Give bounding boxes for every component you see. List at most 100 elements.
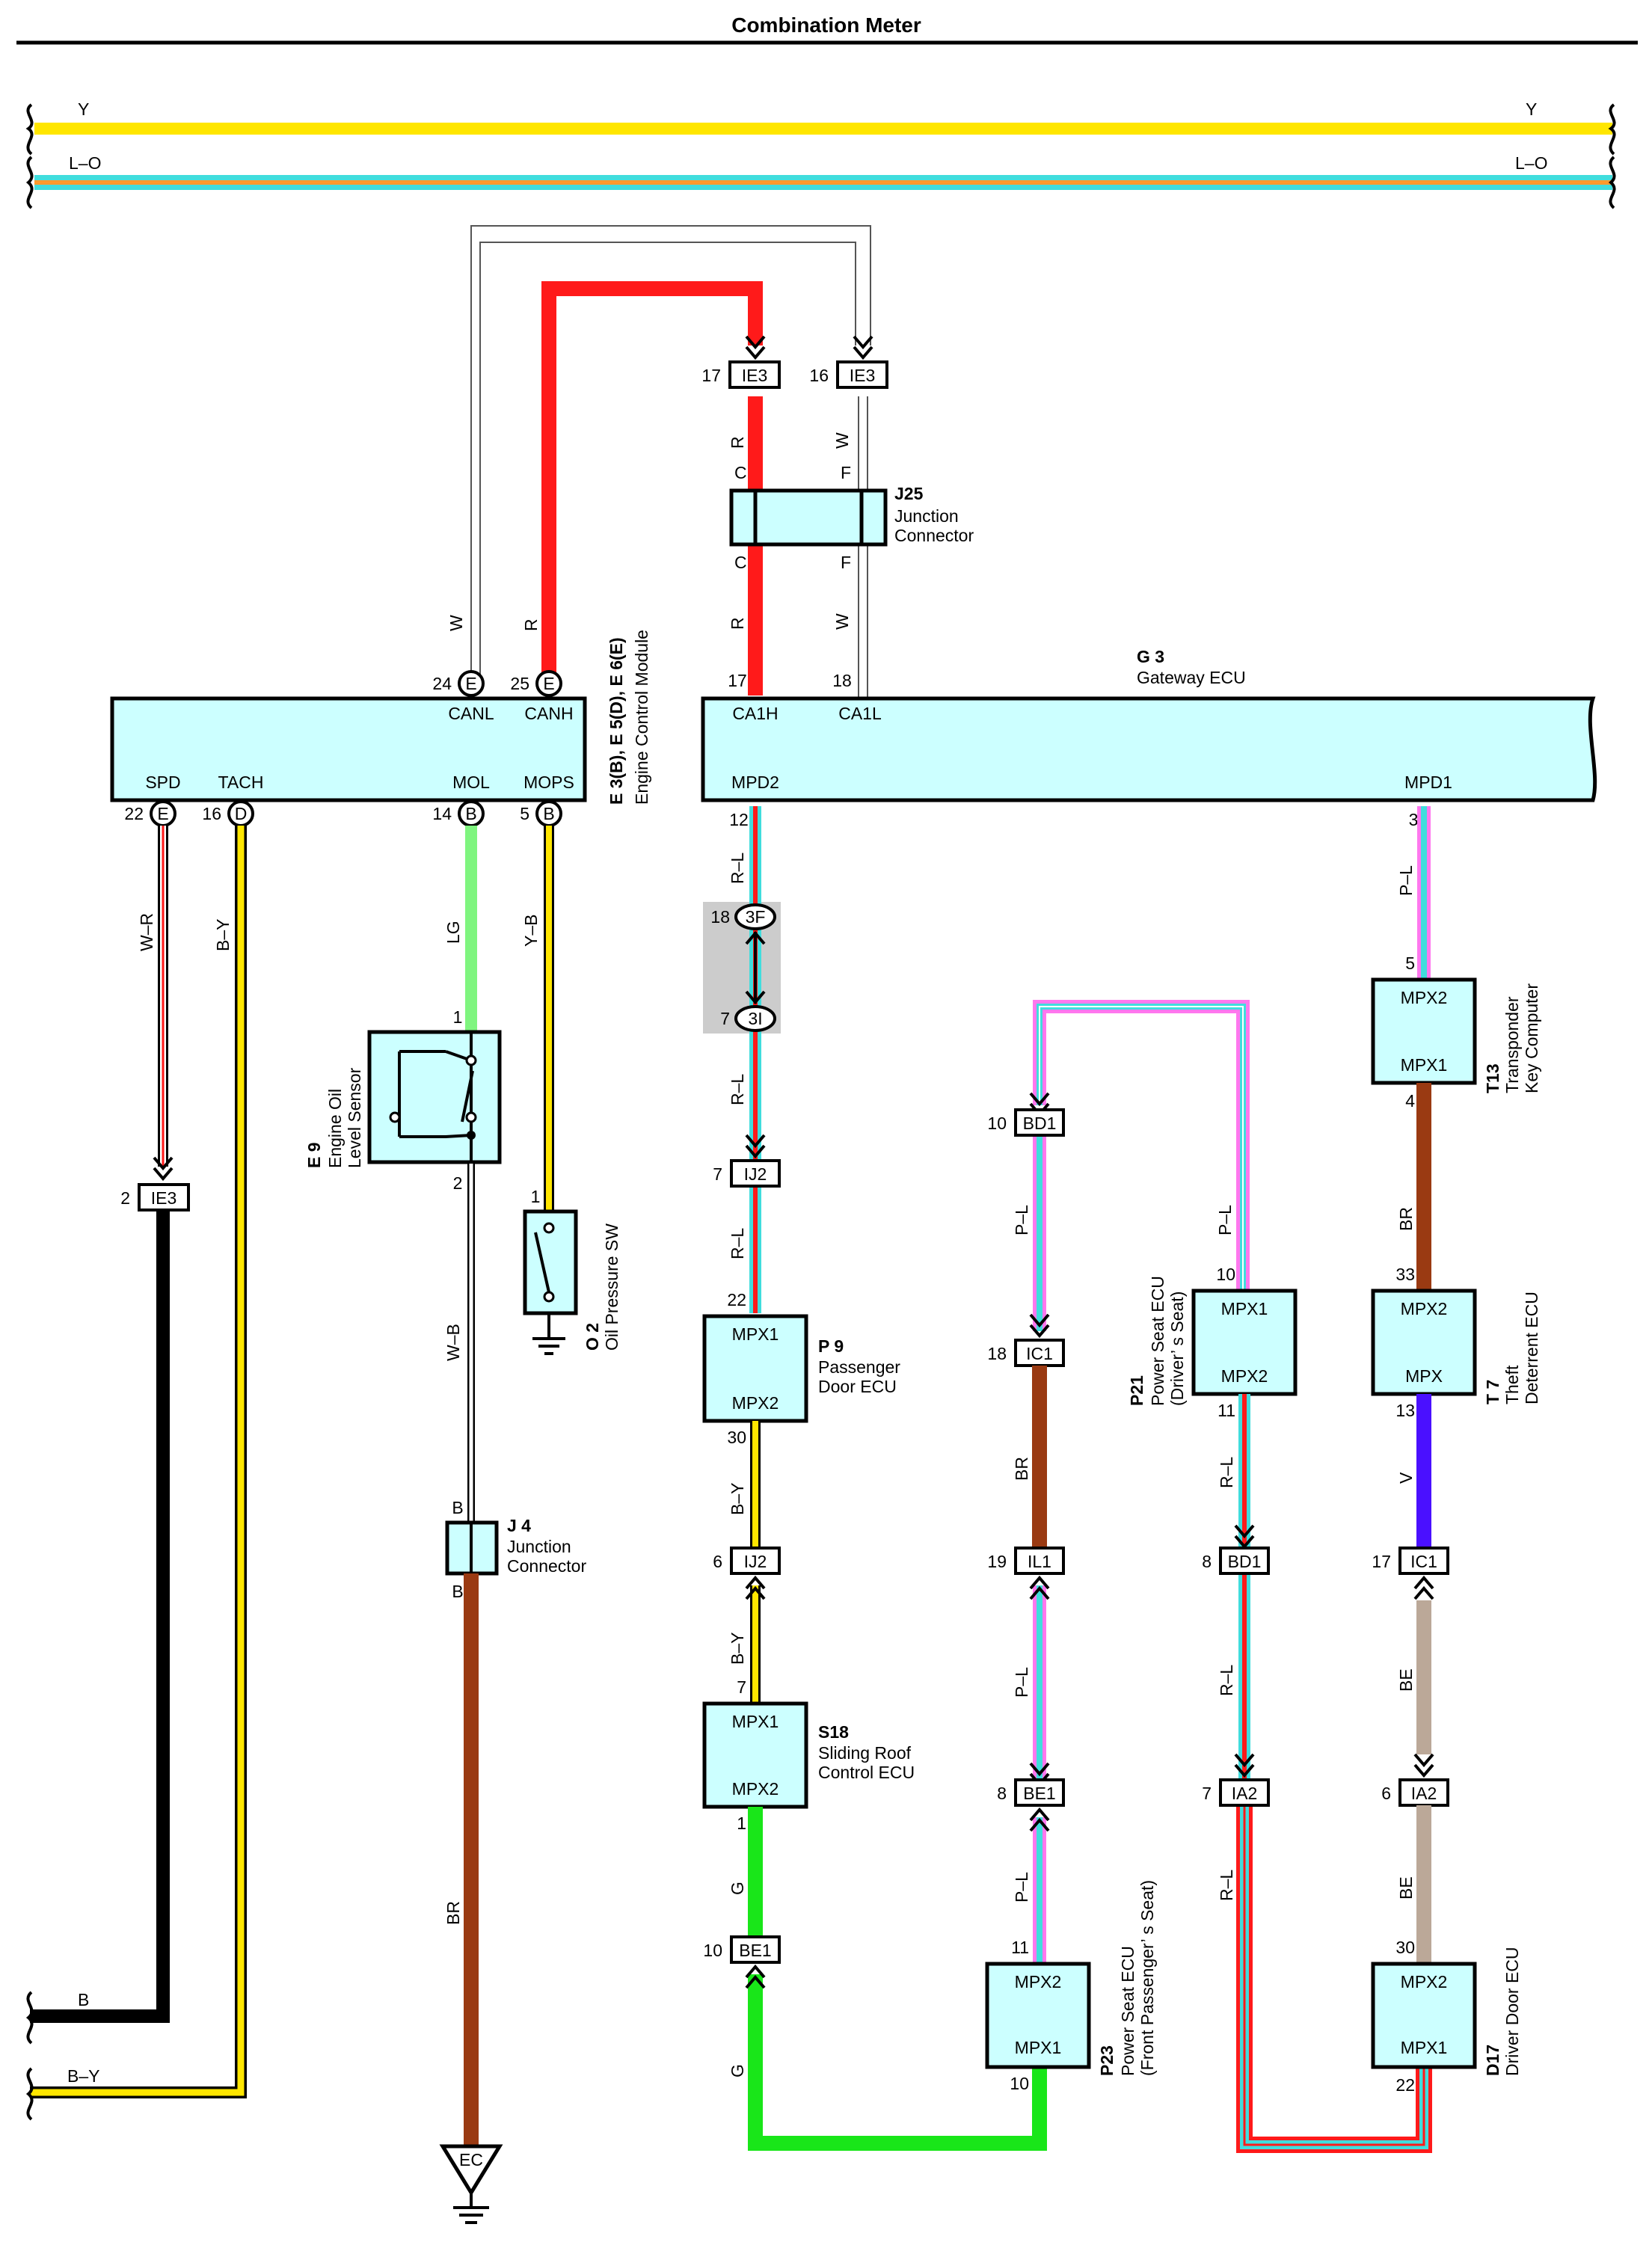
svg-text:10: 10 (987, 1114, 1007, 1133)
t7-theft-deterrent-ecu: MPX2 MPX 33 13 T 7 Theft Deterrent ECU (1371, 1265, 1541, 1420)
svg-text:2: 2 (120, 1188, 130, 1208)
svg-text:18: 18 (832, 671, 852, 690)
svg-text:G 3: G 3 (1137, 647, 1164, 666)
wire-label-w-r: W–R (137, 913, 156, 951)
svg-text:CANL: CANL (448, 704, 494, 723)
ecm-pin-spd: E 22 (124, 800, 176, 827)
p23-power-seat-ecu-front-passenger: MPX2 MPX1 11 10 P23 Power Seat ECU (Fron… (985, 1880, 1157, 2093)
svg-text:8: 8 (1202, 1552, 1212, 1571)
svg-text:IE3: IE3 (151, 1188, 177, 1208)
svg-text:D: D (235, 804, 248, 823)
svg-text:Transponder: Transponder (1502, 996, 1522, 1093)
svg-text:B: B (543, 804, 554, 823)
svg-text:Key Computer: Key Computer (1522, 983, 1541, 1093)
svg-text:2: 2 (453, 1173, 463, 1193)
svg-text:MOPS: MOPS (523, 773, 574, 792)
svg-text:17: 17 (1372, 1552, 1391, 1571)
svg-text:IJ2: IJ2 (744, 1164, 767, 1184)
svg-text:1: 1 (453, 1007, 463, 1027)
svg-text:MPX1: MPX1 (1401, 1055, 1448, 1075)
connector-bd1-8: BD1 8 (1202, 1524, 1270, 1575)
svg-text:4: 4 (1405, 1091, 1415, 1111)
svg-text:B: B (465, 804, 476, 823)
svg-text:3I: 3I (748, 1009, 762, 1028)
wire-g-2 (748, 1974, 1047, 2151)
svg-text:6: 6 (1381, 1784, 1391, 1803)
wire-b-y-tach (30, 826, 247, 2098)
j4-junction-connector: B B J 4 Junction Connector (445, 1498, 586, 1601)
svg-text:14: 14 (432, 804, 452, 823)
svg-text:17: 17 (701, 366, 721, 385)
svg-text:F: F (841, 553, 851, 572)
connector-ic1-17: IC1 17 (1372, 1547, 1449, 1600)
svg-text:IC1: IC1 (1026, 1344, 1053, 1363)
svg-text:Gateway ECU: Gateway ECU (1137, 668, 1246, 687)
svg-text:7: 7 (737, 1677, 746, 1697)
svg-text:11: 11 (1011, 1938, 1029, 1957)
svg-text:(Driver’ s Seat): (Driver’ s Seat) (1167, 1292, 1187, 1406)
wire-label-r-l-6: R–L (1217, 1870, 1236, 1901)
svg-text:E 9: E 9 (304, 1142, 324, 1168)
wire-label-p-l-5: P–L (1396, 865, 1416, 896)
svg-text:CA1L: CA1L (838, 704, 882, 723)
svg-text:Power Seat ECU: Power Seat ECU (1148, 1276, 1167, 1406)
svg-text:Door ECU: Door ECU (818, 1377, 897, 1396)
wire-b (30, 1211, 170, 2023)
svg-text:Engine Oil: Engine Oil (325, 1089, 345, 1168)
connector-bd1-10: BD1 10 (987, 1092, 1065, 1137)
svg-text:IE3: IE3 (742, 366, 768, 385)
svg-text:E: E (465, 674, 476, 693)
svg-text:S18: S18 (818, 1722, 849, 1742)
svg-text:33: 33 (1395, 1265, 1415, 1284)
bus-yellow: Y Y (25, 99, 1616, 156)
svg-text:E: E (157, 804, 168, 823)
connector-il1-19: IL1 19 (987, 1547, 1065, 1600)
svg-text:MPX: MPX (1405, 1366, 1443, 1386)
svg-text:TACH: TACH (218, 773, 264, 792)
svg-text:O 2: O 2 (583, 1323, 602, 1351)
wire-label-p-l-2: P–L (1215, 1205, 1235, 1235)
wire-label-b-y-tach: B–Y (213, 919, 233, 951)
wire-label-g-2: G (728, 2064, 747, 2077)
svg-text:CANH: CANH (524, 704, 573, 723)
wire-label-p-l-4: P–L (1012, 1872, 1031, 1902)
svg-text:Theft: Theft (1502, 1365, 1522, 1404)
s18-sliding-roof-control-ecu: MPX1 MPX2 7 1 S18 Sliding Roof Control E… (702, 1677, 915, 1833)
bus-y-label-left: Y (78, 99, 89, 119)
svg-text:D17: D17 (1483, 2045, 1502, 2076)
svg-text:24: 24 (432, 674, 452, 693)
wire-label-b-y-2: B–Y (728, 1633, 747, 1665)
t13-transponder-key-computer: MPX2 MPX1 5 4 T13 Transponder Key Comput… (1371, 953, 1541, 1111)
svg-text:13: 13 (1395, 1401, 1415, 1420)
svg-text:7: 7 (713, 1164, 722, 1184)
svg-text:22: 22 (1395, 2075, 1415, 2095)
break-b-y (25, 2067, 34, 2121)
svg-text:16: 16 (202, 804, 221, 823)
svg-text:BE1: BE1 (739, 1941, 771, 1960)
svg-text:SPD: SPD (145, 773, 180, 792)
svg-text:Sliding Roof: Sliding Roof (818, 1743, 912, 1763)
svg-text:Driver Door ECU: Driver Door ECU (1502, 1947, 1522, 2076)
svg-text:MPX1: MPX1 (732, 1324, 779, 1344)
svg-text:5: 5 (1405, 953, 1415, 973)
svg-text:8: 8 (997, 1784, 1007, 1803)
svg-text:7: 7 (1202, 1784, 1212, 1803)
svg-text:3: 3 (1409, 810, 1419, 829)
connector-ie3-17: IE3 17 (701, 335, 781, 389)
svg-text:Junction: Junction (507, 1537, 571, 1556)
wire-label-p-l-3: P–L (1012, 1667, 1031, 1698)
wire-label-b-y-1: B–Y (728, 1483, 747, 1515)
svg-text:IE3: IE3 (850, 366, 876, 385)
svg-text:B: B (452, 1498, 463, 1517)
o2-oil-pressure-switch: 1 O 2 Oil Pressure SW (523, 1187, 621, 1355)
wire-label-r-l-3: R–L (728, 1228, 747, 1259)
ecm-pin-canh: E 25 (510, 670, 562, 697)
svg-text:10: 10 (1216, 1265, 1235, 1284)
svg-text:11: 11 (1217, 1401, 1235, 1420)
wire-label-v: V (1396, 1472, 1416, 1484)
svg-text:25: 25 (510, 674, 529, 693)
svg-text:18: 18 (987, 1344, 1007, 1363)
svg-text:BD1: BD1 (1023, 1114, 1057, 1133)
svg-text:Passenger: Passenger (818, 1357, 900, 1377)
